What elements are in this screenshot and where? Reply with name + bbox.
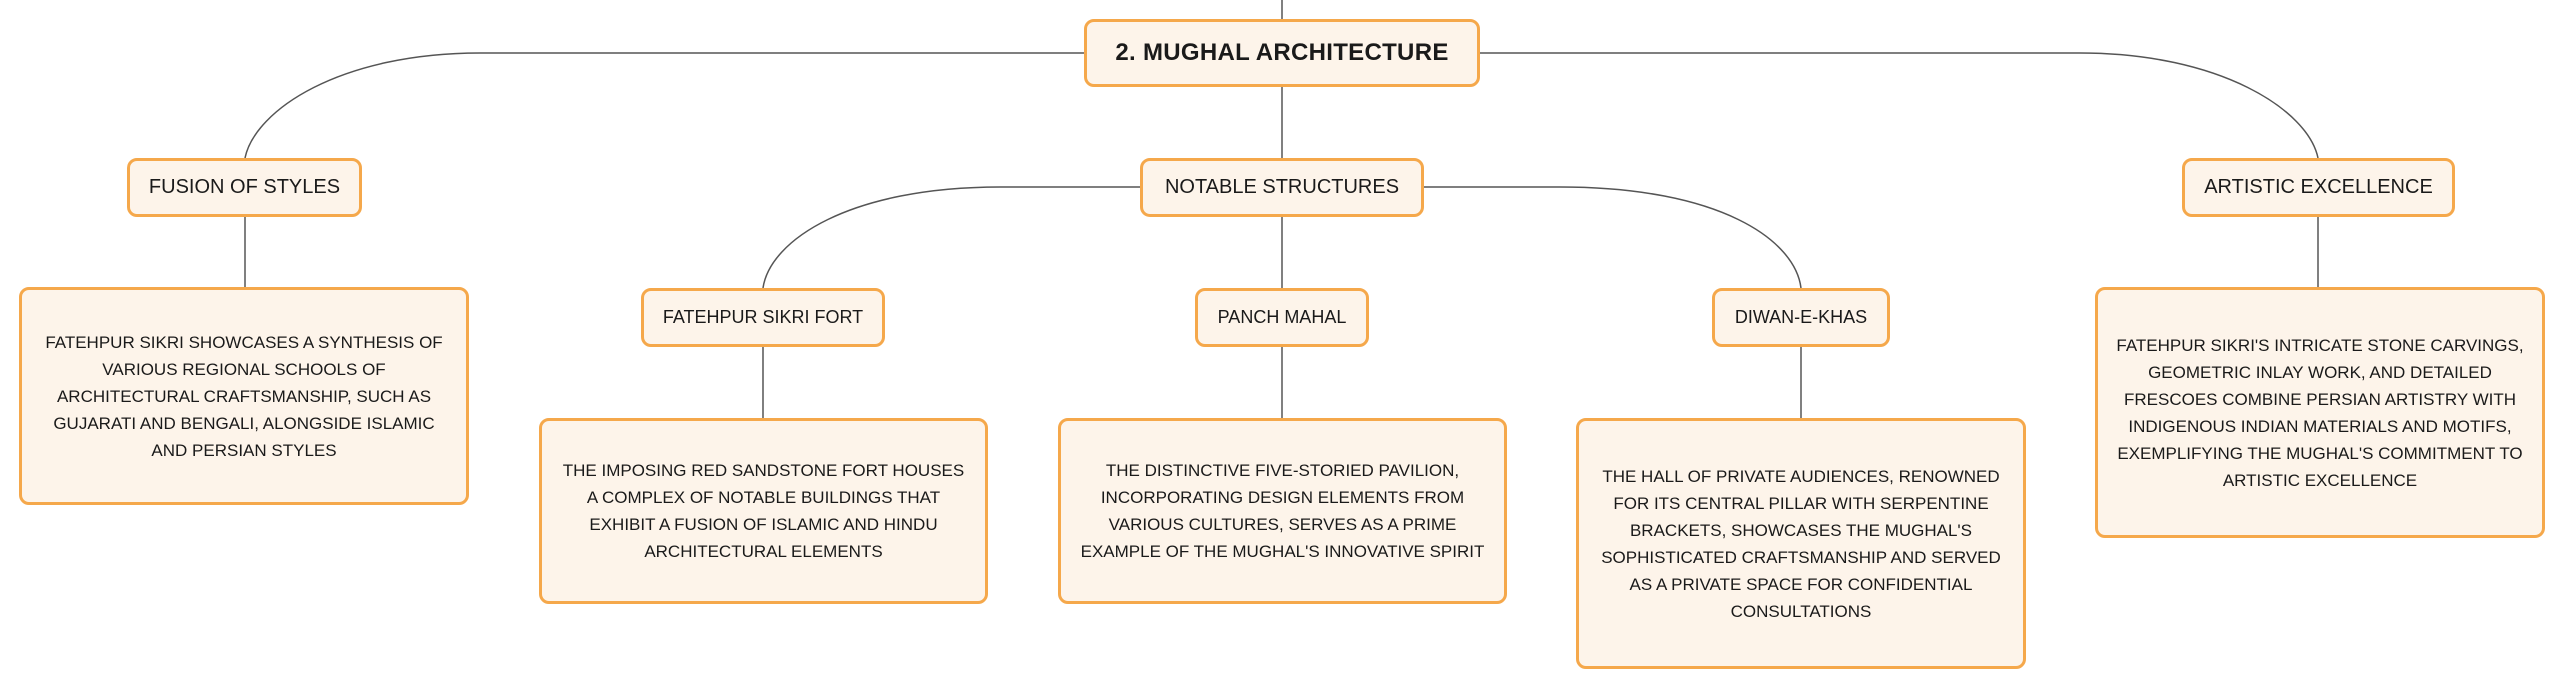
sub-fatehpur-sikri-fort[interactable]: FATEHPUR SIKRI FORT <box>641 288 885 347</box>
panch-detail-text: THE DISTINCTIVE FIVE-STORIED PAVILION, I… <box>1080 461 1485 561</box>
diwan-detail-text: THE HALL OF PRIVATE AUDIENCES, RENOWNED … <box>1601 466 2001 621</box>
sub-fort-label: FATEHPUR SIKRI FORT <box>662 307 864 327</box>
artistic-detail-box[interactable]: FATEHPUR SIKRI'S INTRICATE STONE CARVING… <box>2095 287 2545 538</box>
branch-artistic-excellence[interactable]: ARTISTIC EXCELLENCE <box>2182 158 2455 217</box>
sub-diwan-label: DIWAN-E-KHAS <box>1734 307 1868 327</box>
fusion-detail-box[interactable]: FATEHPUR SIKRI SHOWCASES A SYNTHESIS OF … <box>19 287 469 505</box>
sub-panch-mahal[interactable]: PANCH MAHAL <box>1195 288 1369 347</box>
branch-notable-structures[interactable]: NOTABLE STRUCTURES <box>1140 158 1424 217</box>
diwan-detail-box[interactable]: THE HALL OF PRIVATE AUDIENCES, RENOWNED … <box>1576 418 2026 669</box>
connector-notable-fort <box>762 186 1140 289</box>
connector-root-fusion <box>244 52 1084 159</box>
connector-notable-diwan <box>1424 186 1802 289</box>
fort-detail-text: THE IMPOSING RED SANDSTONE FORT HOUSES A… <box>562 461 965 561</box>
sub-panch-label: PANCH MAHAL <box>1217 307 1347 327</box>
connector-root-artistic <box>1480 52 2319 159</box>
branch-fusion-of-styles[interactable]: FUSION OF STYLES <box>127 158 362 217</box>
panch-detail-box[interactable]: THE DISTINCTIVE FIVE-STORIED PAVILION, I… <box>1058 418 1507 604</box>
root-label: 2. MUGHAL ARCHITECTURE <box>1115 39 1449 66</box>
branch-notable-label: NOTABLE STRUCTURES <box>1164 176 1400 198</box>
sub-diwan-e-khas[interactable]: DIWAN-E-KHAS <box>1712 288 1890 347</box>
branch-fusion-label: FUSION OF STYLES <box>148 176 341 198</box>
fort-detail-box[interactable]: THE IMPOSING RED SANDSTONE FORT HOUSES A… <box>539 418 988 604</box>
fusion-detail-text: FATEHPUR SIKRI SHOWCASES A SYNTHESIS OF … <box>45 332 443 460</box>
artistic-detail-text: FATEHPUR SIKRI'S INTRICATE STONE CARVING… <box>2116 335 2524 490</box>
branch-artistic-label: ARTISTIC EXCELLENCE <box>2204 176 2433 198</box>
root-node[interactable]: 2. MUGHAL ARCHITECTURE <box>1084 19 1480 87</box>
